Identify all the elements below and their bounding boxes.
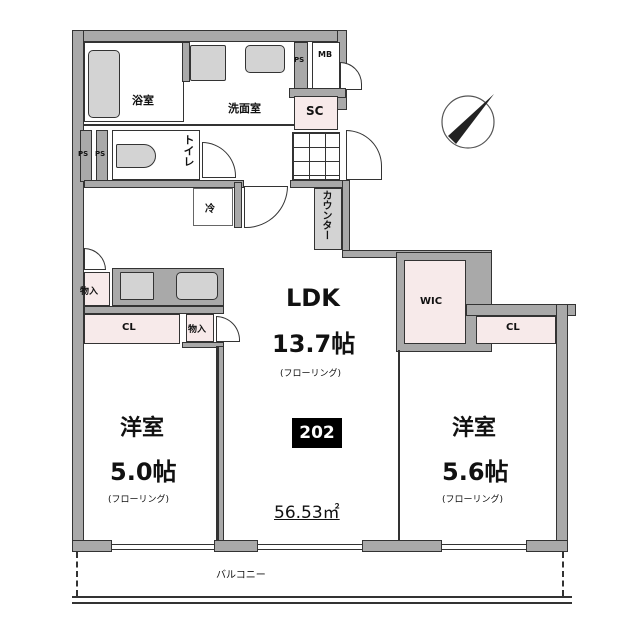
- entrance-shoes: [292, 132, 340, 180]
- fridge: [193, 188, 233, 226]
- wall-center-bottom: [182, 342, 224, 348]
- balcony-left-edge: [76, 552, 78, 596]
- wall-cl-right-top: [466, 304, 576, 316]
- balcony-rail-2: [72, 602, 572, 604]
- outer-wall-right: [556, 304, 568, 552]
- wall-cl-left: [84, 306, 224, 314]
- washroom-label: 洗面室: [228, 102, 261, 115]
- ps-top: [294, 42, 308, 90]
- storage-center: [186, 314, 214, 342]
- unit-badge: 202: [292, 418, 342, 448]
- sink: [176, 272, 218, 300]
- western-right-floor: (フローリング): [442, 495, 504, 505]
- mb-label: MB: [318, 50, 333, 59]
- north-arrow-icon: [438, 88, 502, 152]
- ldk-left-wall: [218, 346, 224, 542]
- western-right-size: 5.6帖: [442, 458, 509, 486]
- counter: [314, 188, 342, 250]
- hall-door[interactable]: [244, 186, 288, 228]
- bathtub: [88, 50, 120, 118]
- toilet-bowl: [116, 144, 156, 168]
- cl-right: [476, 316, 556, 344]
- window-right: [442, 544, 526, 550]
- wic-label: WIC: [420, 296, 443, 307]
- cl-right-label: CL: [506, 322, 520, 333]
- washbasin: [245, 45, 285, 73]
- storage-left: [84, 272, 110, 306]
- mb-door[interactable]: [340, 62, 362, 90]
- ldk-name: LDK: [286, 284, 340, 312]
- wash-bottom-line: [84, 124, 294, 126]
- western-left-floor: (フローリング): [108, 495, 170, 505]
- ldk-floor: (フローリング): [280, 369, 342, 379]
- bottom-wall-1: [72, 540, 112, 552]
- bottom-wall-2: [214, 540, 258, 552]
- wic: [404, 260, 466, 344]
- bottom-wall-3: [362, 540, 442, 552]
- stove: [120, 272, 154, 300]
- bath-label: 浴室: [132, 94, 154, 107]
- ps-left-1-label: PS: [78, 150, 89, 158]
- bottom-wall-4: [526, 540, 568, 552]
- cl-left-label: CL: [122, 322, 136, 333]
- sc-label: SC: [306, 104, 324, 118]
- storage-center-door[interactable]: [216, 316, 240, 342]
- wall-fridge: [234, 182, 242, 228]
- window-left: [112, 544, 216, 550]
- right-room-partition: [398, 350, 400, 544]
- storage-left-label: 物入: [80, 287, 99, 297]
- washing-machine: [190, 45, 226, 81]
- storage-left-door[interactable]: [84, 248, 106, 270]
- cl-left: [84, 314, 180, 344]
- western-left-size: 5.0帖: [110, 458, 177, 486]
- western-left-name: 洋室: [120, 416, 165, 441]
- outer-wall-top: [72, 30, 347, 42]
- toilet-label: トイレ: [182, 134, 195, 167]
- balcony-label: バルコニー: [216, 570, 266, 581]
- balcony-rail-1: [72, 596, 572, 598]
- sc-closet: [294, 96, 338, 130]
- ps-left-2-label: PS: [95, 150, 106, 158]
- wall-counter-top: [290, 180, 350, 188]
- storage-center-label: 物入: [188, 325, 207, 335]
- fridge-label: 冷: [205, 204, 215, 215]
- toilet-door[interactable]: [202, 142, 236, 178]
- wall-bath-wash: [182, 42, 190, 82]
- counter-label: カウンター: [320, 190, 331, 240]
- western-right-name: 洋室: [452, 416, 497, 441]
- wall-counter-right: [342, 180, 350, 252]
- balcony-right-edge: [562, 552, 564, 596]
- ldk-size: 13.7帖: [272, 330, 356, 358]
- ps-top-label: PS: [294, 56, 305, 64]
- entrance-door[interactable]: [346, 130, 382, 180]
- left-room-partition: [216, 346, 218, 542]
- wall-under-toilet: [84, 180, 244, 188]
- window-center: [258, 544, 362, 550]
- total-area: 56.53㎡: [274, 503, 340, 523]
